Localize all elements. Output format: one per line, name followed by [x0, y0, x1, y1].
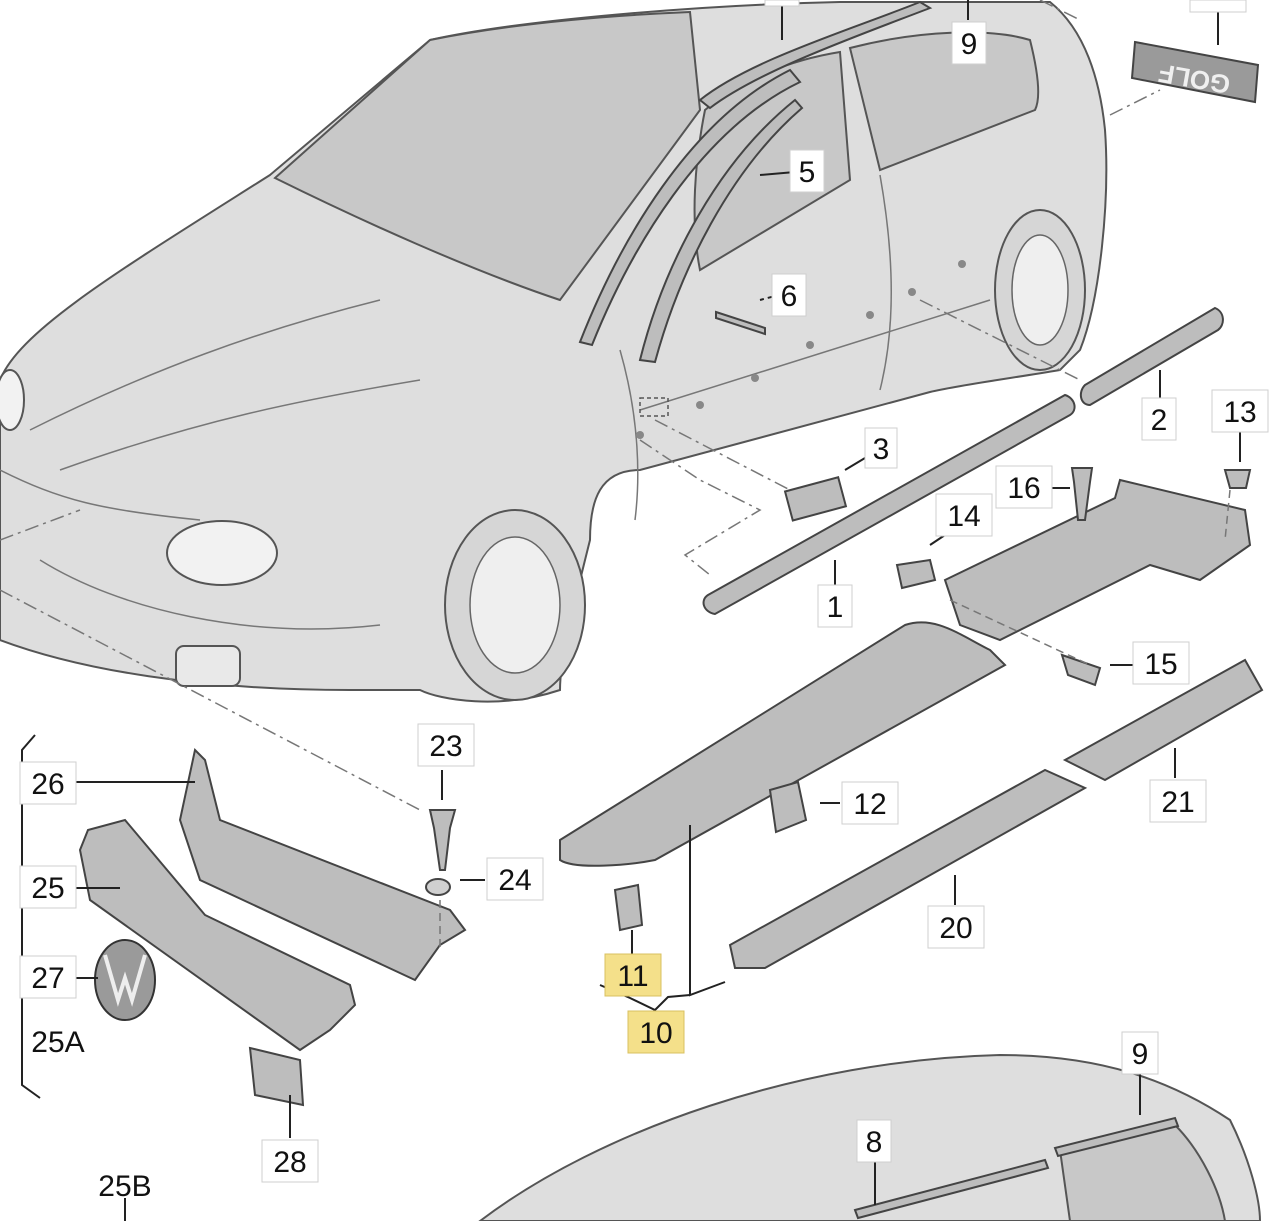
label-9a: 9: [951, 21, 987, 65]
label-25B: 25B: [98, 1170, 151, 1203]
label-cutoff-left: [764, 0, 800, 7]
label-15: 15: [1132, 641, 1190, 685]
label-10: 10: [627, 1010, 685, 1054]
svg-text:6: 6: [781, 280, 798, 313]
label-13: 13: [1211, 389, 1269, 433]
screw-15: [1060, 653, 1102, 687]
label-8: 8: [856, 1119, 892, 1163]
svg-text:28: 28: [273, 1146, 306, 1179]
washer-24: [425, 878, 451, 896]
svg-text:23: 23: [429, 730, 462, 763]
svg-text:3: 3: [873, 433, 890, 466]
label-6: 6: [771, 273, 807, 317]
svg-text:2: 2: [1151, 404, 1168, 437]
label-27: 27: [19, 955, 77, 999]
label-25: 25: [19, 865, 77, 909]
clip-11: [613, 883, 644, 932]
svg-text:5: 5: [799, 156, 816, 189]
label-25A: 25A: [31, 1026, 84, 1059]
label-3: 3: [864, 427, 898, 469]
svg-text:27: 27: [31, 962, 64, 995]
label-16: 16: [995, 465, 1053, 509]
svg-text:26: 26: [31, 768, 64, 801]
label-12: 12: [841, 781, 899, 825]
screw-23: [428, 809, 457, 871]
golf-badge: GOLF: [1130, 40, 1260, 104]
sill-panel-10: [559, 621, 1007, 867]
svg-text:25B: 25B: [98, 1170, 151, 1203]
label-26: 26: [19, 761, 77, 805]
car-illustration: [0, 0, 1108, 703]
window-trim-5: [638, 98, 804, 364]
roof-trim: [698, 0, 933, 110]
grille-26: [178, 747, 467, 982]
label-24: 24: [486, 857, 544, 901]
svg-text:9: 9: [961, 28, 978, 61]
window-trim-left: [578, 68, 802, 347]
label-1: 1: [817, 584, 853, 628]
label-5: 5: [789, 149, 825, 193]
svg-text:21: 21: [1161, 786, 1194, 819]
svg-text:15: 15: [1144, 648, 1177, 681]
svg-text:24: 24: [498, 864, 531, 897]
moulding-1: [702, 393, 1076, 616]
emblem-3: [783, 476, 848, 522]
svg-text:25: 25: [31, 872, 64, 905]
svg-text:25A: 25A: [31, 1026, 84, 1059]
svg-text:8: 8: [866, 1126, 883, 1159]
clip-13: [1223, 469, 1252, 489]
label-21: 21: [1149, 779, 1207, 823]
svg-text:11: 11: [617, 960, 648, 993]
label-23: 23: [417, 723, 475, 767]
clip-12: [768, 780, 808, 834]
badge-28: [248, 1046, 305, 1107]
strip-21: [1062, 658, 1264, 782]
svg-text:10: 10: [639, 1017, 672, 1050]
grille-25: [78, 818, 357, 1052]
clip-6: [715, 310, 766, 336]
sill-bracket: [943, 478, 1252, 642]
label-11: 11: [604, 953, 662, 997]
svg-text:20: 20: [939, 912, 972, 945]
label-2: 2: [1141, 397, 1177, 441]
moulding-2: [1079, 306, 1224, 407]
label-cutoff-right: [1189, 0, 1247, 13]
bolt-16: [1070, 467, 1094, 521]
label-14: 14: [935, 493, 993, 537]
svg-text:1: 1: [827, 591, 844, 624]
label-20: 20: [927, 905, 985, 949]
svg-text:14: 14: [947, 500, 980, 533]
vw-logo-27: [94, 939, 156, 1021]
clip-14: [895, 558, 937, 590]
svg-text:9: 9: [1132, 1038, 1149, 1071]
label-9b: 9: [1121, 1031, 1159, 1075]
svg-text:13: 13: [1223, 396, 1256, 429]
svg-text:16: 16: [1007, 472, 1040, 505]
strip-20: [728, 768, 1088, 969]
svg-text:12: 12: [853, 788, 886, 821]
label-28: 28: [261, 1139, 319, 1183]
